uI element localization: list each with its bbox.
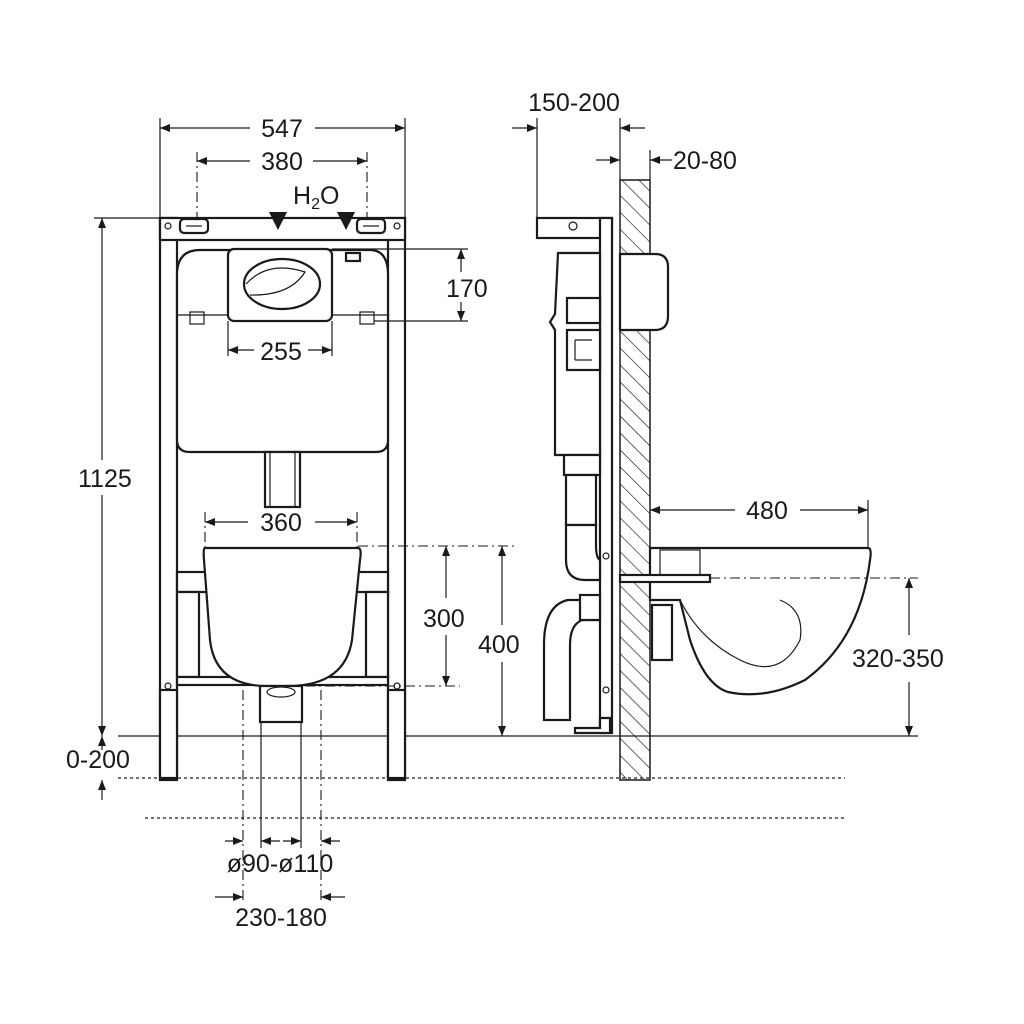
left-foot bbox=[158, 688, 179, 780]
dim-1125-label: 1125 bbox=[78, 465, 132, 493]
dim-320-350 bbox=[710, 577, 918, 736]
front-view: H2O 547 380 170 bbox=[66, 115, 918, 932]
dim-300-400 bbox=[305, 545, 518, 736]
side-view: 150-200 20-80 480 320-350 bbox=[512, 89, 944, 781]
right-foot bbox=[386, 688, 407, 780]
water-inlet-markers bbox=[269, 212, 355, 230]
dim-255 bbox=[227, 321, 333, 356]
dim-320-350-label: 320-350 bbox=[852, 645, 944, 673]
dim-380-label: 380 bbox=[261, 148, 303, 176]
water-inlet-label: H2O bbox=[293, 182, 339, 213]
dim-1125 bbox=[94, 217, 160, 736]
dim-150-200 bbox=[512, 118, 645, 218]
side-drain-pipe bbox=[542, 473, 602, 722]
dim-300-label: 300 bbox=[423, 605, 465, 633]
dim-170-label: 170 bbox=[446, 275, 488, 303]
dim-20-80-label: 20-80 bbox=[673, 147, 737, 175]
dim-drain-distance-label: 230-180 bbox=[235, 904, 327, 932]
flush-plate bbox=[226, 247, 334, 323]
dim-0-200-label: 0-200 bbox=[66, 746, 130, 774]
side-cistern bbox=[548, 251, 602, 477]
toilet-pan-front bbox=[202, 546, 362, 724]
dim-20-80 bbox=[596, 150, 672, 180]
dim-480 bbox=[650, 500, 869, 548]
dim-360 bbox=[204, 512, 358, 548]
side-flush-plate bbox=[618, 252, 670, 332]
dim-170 bbox=[332, 248, 468, 322]
dim-360-label: 360 bbox=[260, 509, 302, 537]
dim-drain bbox=[215, 690, 345, 901]
dim-150-200-label: 150-200 bbox=[528, 89, 620, 117]
dim-255-label: 255 bbox=[260, 338, 302, 366]
dim-drain-diameter-label: ø90-ø110 bbox=[227, 850, 334, 878]
side-frame bbox=[535, 216, 614, 735]
dim-547 bbox=[159, 118, 406, 218]
toilet-pan-side bbox=[618, 546, 872, 696]
dim-400-label: 400 bbox=[478, 631, 520, 659]
dim-547-label: 547 bbox=[261, 115, 303, 143]
dim-380 bbox=[196, 152, 368, 218]
dim-480-label: 480 bbox=[746, 497, 788, 525]
